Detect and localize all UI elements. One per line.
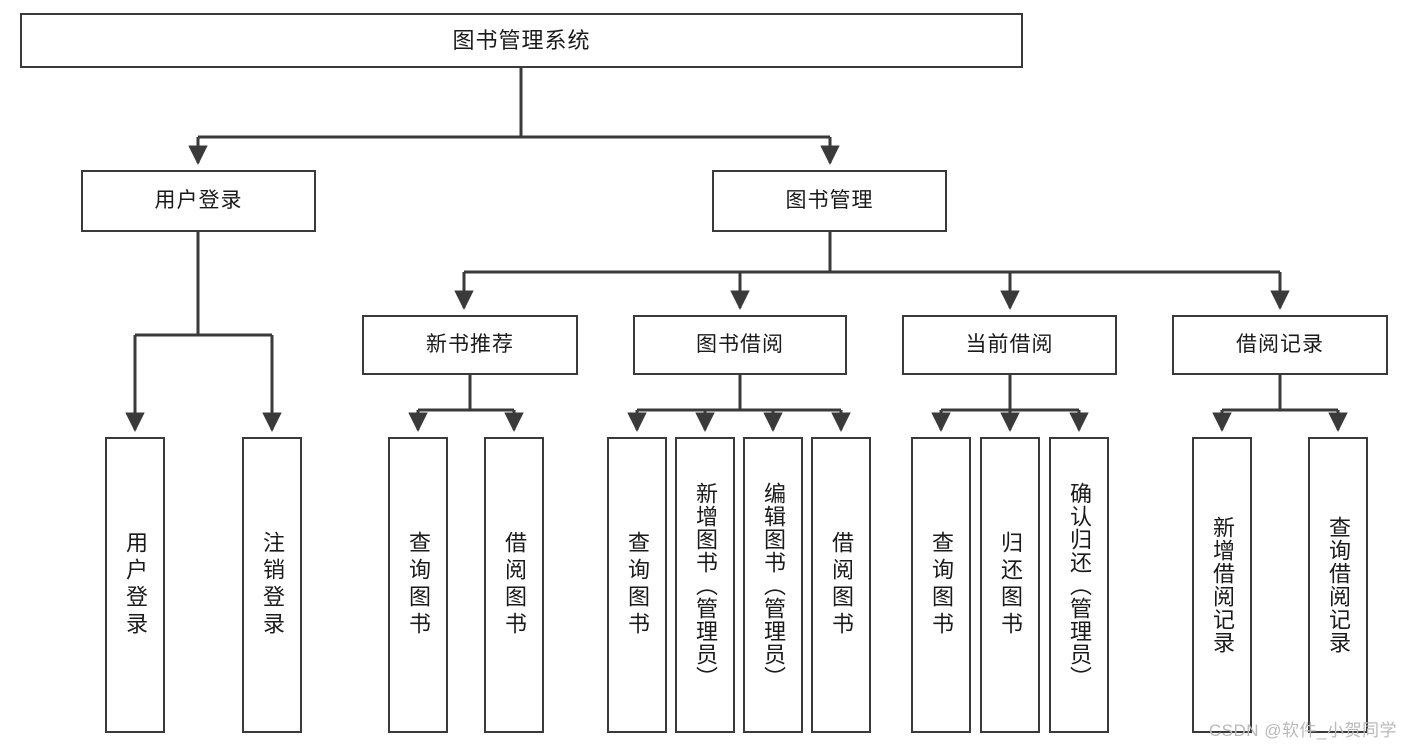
node-label: 查询图书	[406, 531, 431, 639]
node-label: 查询借阅记录	[1326, 516, 1351, 654]
node-label: 用户登录	[123, 531, 148, 639]
node-label: 当前借阅	[965, 332, 1054, 356]
node-label: 查询图书	[929, 531, 954, 639]
node-label: 借阅记录	[1236, 332, 1324, 356]
leaf-new-book-borrow[interactable]: 借阅图书	[484, 437, 544, 733]
node-label: 用户登录	[154, 188, 243, 212]
leaf-user-login-login[interactable]: 用户登录	[105, 437, 165, 733]
node-label: 图书管理	[785, 188, 874, 212]
node-label: 新书推荐	[426, 332, 514, 356]
node-new-book-recommend[interactable]: 新书推荐	[362, 315, 578, 375]
node-label: 借阅图书	[829, 531, 854, 639]
node-label: 借阅图书	[502, 531, 527, 639]
node-borrow-record[interactable]: 借阅记录	[1172, 315, 1388, 375]
node-label: 注销登录	[260, 531, 285, 639]
node-label: 归还图书	[998, 531, 1023, 639]
node-label: 新增借阅记录	[1210, 516, 1235, 654]
leaf-new-book-query[interactable]: 查询图书	[388, 437, 448, 733]
leaf-current-borrow-query[interactable]: 查询图书	[911, 437, 971, 733]
node-book-borrow[interactable]: 图书借阅	[633, 315, 847, 375]
leaf-current-borrow-return[interactable]: 归还图书	[980, 437, 1040, 733]
node-label: 新增图书（管理员）	[693, 481, 718, 689]
node-user-login[interactable]: 用户登录	[81, 170, 316, 232]
leaf-borrow-record-query[interactable]: 查询借阅记录	[1308, 437, 1368, 733]
leaf-user-login-logout[interactable]: 注销登录	[242, 437, 302, 733]
node-label: 图书借阅	[696, 332, 784, 356]
node-root-system[interactable]: 图书管理系统	[20, 13, 1023, 68]
node-label: 编辑图书（管理员）	[761, 481, 786, 689]
leaf-current-borrow-confirm[interactable]: 确认归还（管理员）	[1049, 437, 1109, 733]
leaf-borrow-record-add[interactable]: 新增借阅记录	[1192, 437, 1252, 733]
node-current-borrow[interactable]: 当前借阅	[902, 315, 1117, 375]
watermark: CSDN @软件_小贺同学	[1208, 721, 1397, 740]
leaf-book-borrow-query[interactable]: 查询图书	[607, 437, 667, 733]
node-label: 图书管理系统	[452, 27, 591, 53]
node-label: 确认归还（管理员）	[1067, 481, 1092, 689]
leaf-book-borrow-add[interactable]: 新增图书（管理员）	[675, 437, 735, 733]
node-label: 查询图书	[625, 531, 650, 639]
leaf-book-borrow-edit[interactable]: 编辑图书（管理员）	[743, 437, 803, 733]
leaf-book-borrow-borrow[interactable]: 借阅图书	[811, 437, 871, 733]
node-book-management[interactable]: 图书管理	[712, 170, 947, 232]
